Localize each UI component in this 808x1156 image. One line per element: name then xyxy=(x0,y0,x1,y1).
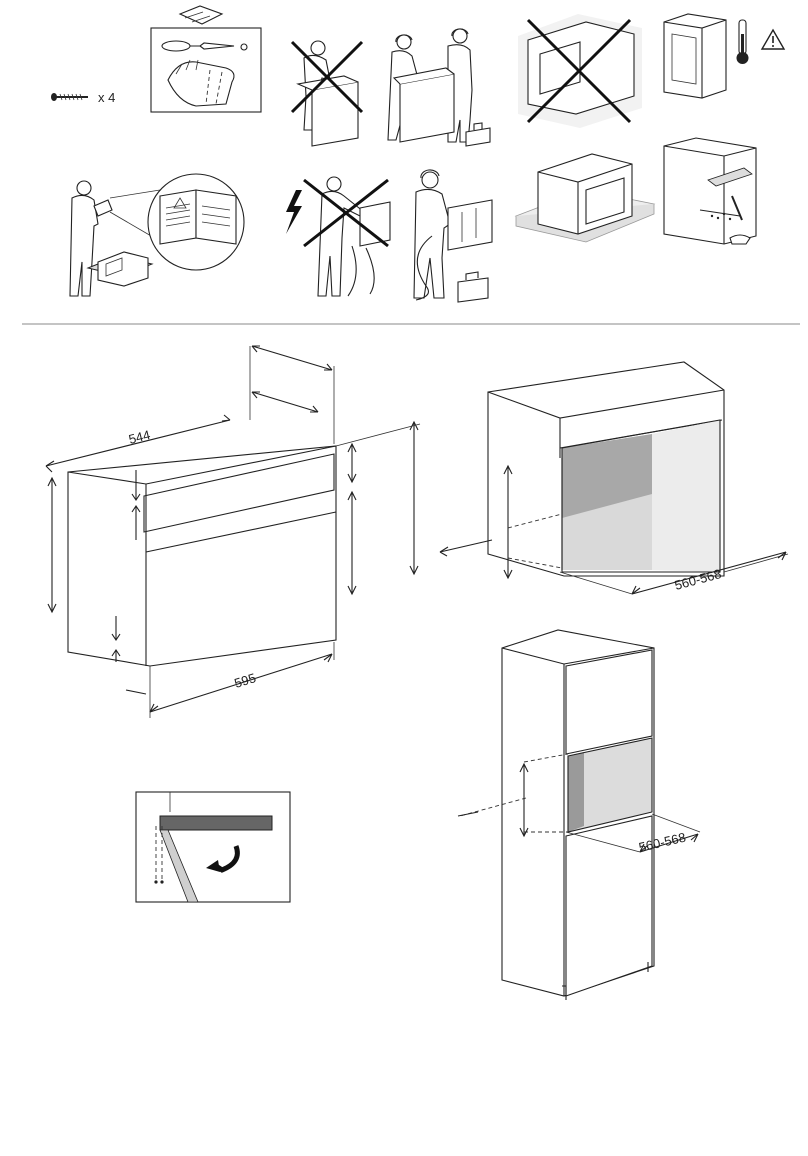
mounting-detail-drawing xyxy=(136,792,290,902)
oven-on-protective-surface-illustration xyxy=(516,154,654,242)
reading-manual-illustration xyxy=(70,181,152,296)
oven-dimension-drawing xyxy=(46,346,420,718)
clean-cabinet-illustration xyxy=(664,138,756,244)
unqualified-wiring-illustration xyxy=(318,177,390,296)
qualified-electrician-illustration xyxy=(414,170,492,302)
width-dimension-label: 595 xyxy=(232,670,257,691)
thermometer-icon xyxy=(737,20,749,64)
cabinet-illustration xyxy=(664,14,726,98)
screw-quantity: x 4 xyxy=(98,90,115,105)
column-cabinet-drawing xyxy=(458,630,700,1000)
screw-icon xyxy=(51,93,88,101)
depth-dimension-label: 544 xyxy=(127,427,152,447)
lightning-icon xyxy=(286,190,302,234)
two-people-lifting-illustration xyxy=(388,29,490,146)
warning-icon xyxy=(762,30,784,49)
wall-cabinet-niche-drawing xyxy=(440,362,788,594)
